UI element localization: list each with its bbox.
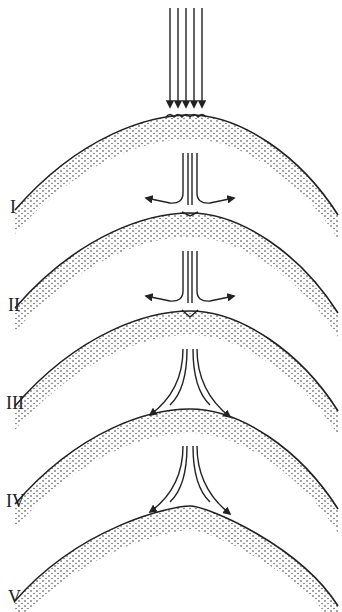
flow-arrow	[177, 8, 178, 107]
flow-arrow	[191, 251, 192, 303]
flow-arrow	[150, 349, 183, 415]
flow-arrow	[146, 153, 183, 203]
flow-arrow	[170, 349, 187, 405]
surface-line	[15, 506, 338, 606]
stage-numeral: III	[6, 394, 24, 412]
stage-numeral: IV	[6, 492, 25, 510]
flow-arrow	[193, 349, 210, 405]
stage-numeral: V	[8, 588, 21, 606]
stage-numeral: I	[10, 198, 16, 216]
surface-panel	[15, 446, 338, 612]
surface-panel	[15, 251, 338, 435]
surface-line	[15, 115, 338, 215]
flow-arrow	[197, 349, 230, 417]
flow-arrow	[193, 446, 210, 502]
surface-panel	[15, 349, 338, 533]
flow-arrow	[201, 8, 202, 107]
flow-arrow	[197, 153, 234, 203]
flow-arrow	[150, 446, 183, 512]
flow-arrow	[185, 8, 186, 107]
flow-arrow	[170, 446, 187, 502]
flow-arrow	[197, 251, 234, 301]
flow-arrow	[187, 251, 188, 303]
surface-panel	[15, 8, 338, 239]
flow-arrow	[187, 153, 188, 205]
ripples	[166, 115, 206, 118]
flow-arrow	[197, 446, 230, 514]
stippled-layer	[15, 506, 338, 612]
surface-panel	[15, 153, 338, 337]
flow-arrow	[193, 8, 194, 107]
surface-dent	[182, 212, 198, 216]
surface-line	[15, 409, 338, 509]
surface-line	[15, 213, 338, 313]
surface-dent	[182, 310, 198, 317]
surface-line	[15, 311, 338, 411]
flow-arrow	[191, 153, 192, 205]
stage-numeral: II	[8, 296, 20, 314]
flow-arrow	[146, 251, 183, 301]
flow-arrow	[169, 8, 170, 107]
